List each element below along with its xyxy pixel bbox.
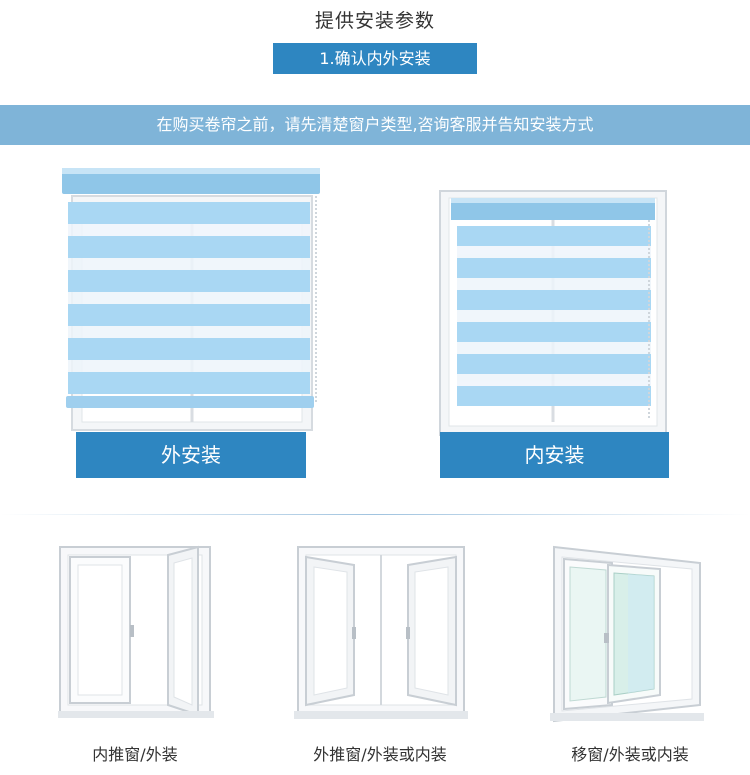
outward-casement-window-illustration — [294, 546, 468, 719]
blind-inside-mount-illustration — [439, 190, 667, 436]
section-divider — [0, 514, 750, 515]
info-banner: 在购买卷帘之前，请先清楚窗户类型,咨询客服并告知安装方式 — [0, 105, 750, 145]
sliding-window-caption: 移窗/外装或内装 — [571, 745, 689, 764]
inside-mount-label: 内安装 — [440, 432, 669, 478]
page-title: 提供安装参数 — [314, 10, 435, 32]
inward-casement-caption: 内推窗/外装 — [92, 745, 178, 764]
blind-outside-mount-illustration — [62, 168, 320, 431]
step-badge: 1.确认内外安装 — [273, 43, 477, 74]
inward-casement-window-illustration — [58, 545, 214, 718]
sliding-window-illustration — [550, 545, 704, 723]
outside-mount-label: 外安装 — [76, 432, 306, 478]
outward-casement-caption: 外推窗/外装或内装 — [313, 745, 447, 764]
